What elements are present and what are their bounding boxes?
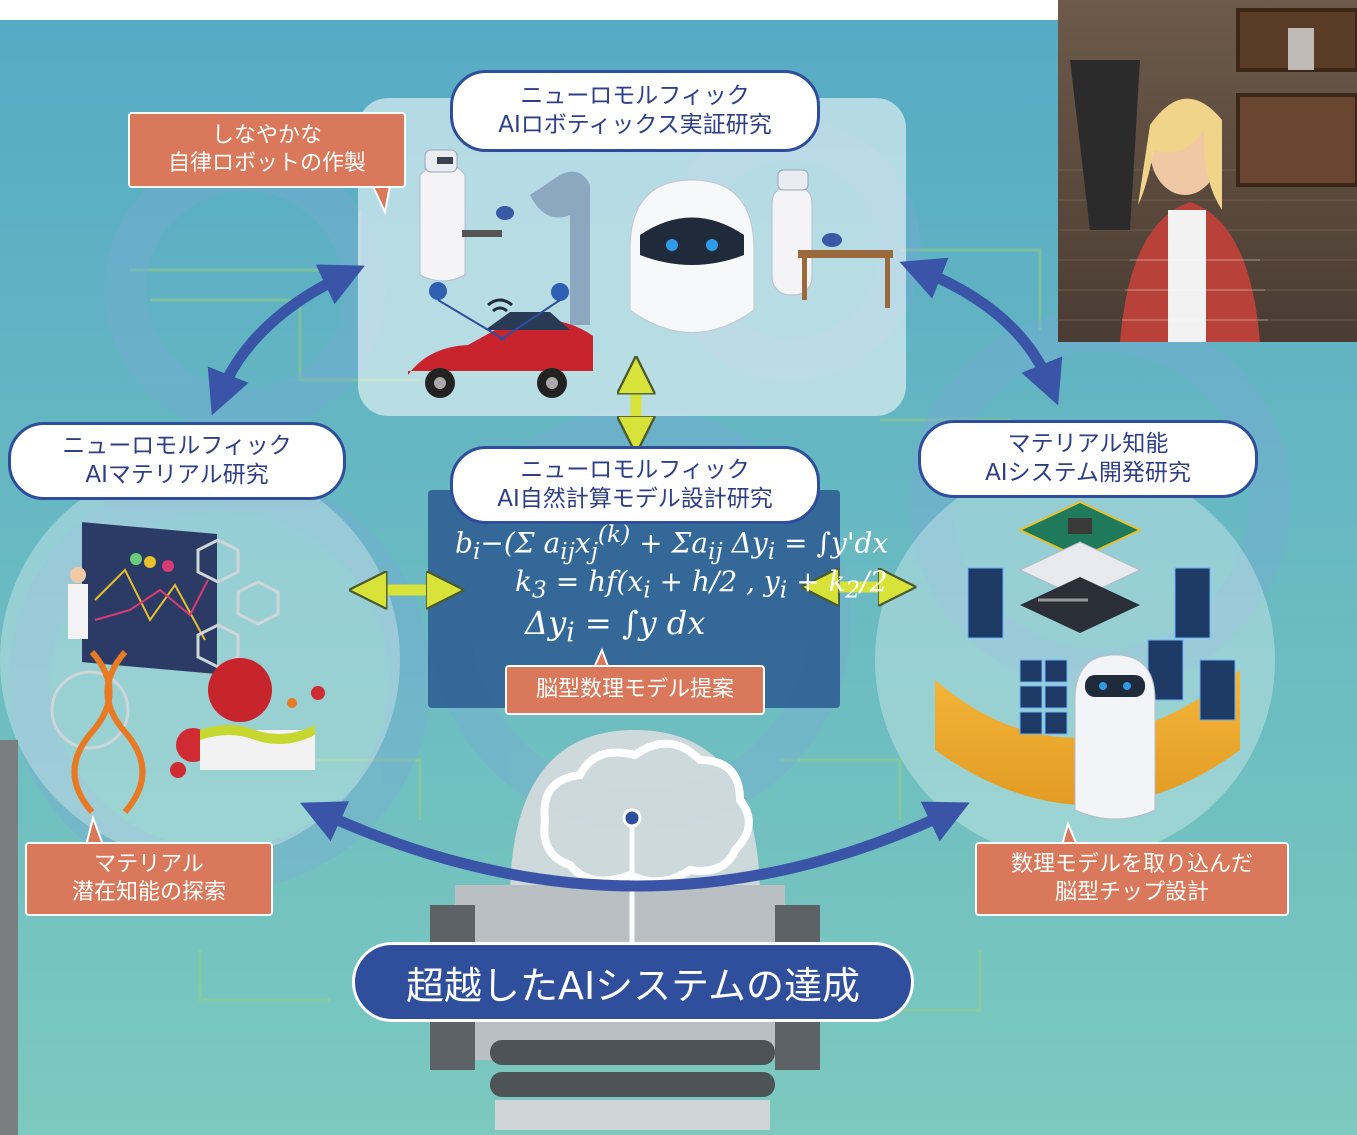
arrow-robotics-material	[207, 264, 365, 416]
system-title-box: マテリアル知能 AIシステム開発研究	[918, 420, 1258, 498]
left-photo-strip	[0, 740, 18, 1135]
formula-text: bi−(Σ aijxj(k) + Σaij Δyi = ∫y'dx k3 = h…	[455, 520, 889, 648]
robot-tag: しなやかな 自律ロボットの作製	[128, 112, 406, 188]
robotics-title-line1: ニューロモルフィック	[520, 83, 750, 109]
yellow-arrows	[368, 375, 897, 590]
chip-tag: 数理モデルを取り込んだ 脳型チップ設計	[975, 842, 1289, 916]
robotics-title-box: ニューロモルフィック AIロボティックス実証研究	[450, 70, 820, 152]
chip-tag-line1: 数理モデルを取り込んだ	[1010, 852, 1253, 877]
chip-illustration	[935, 500, 1240, 820]
chip-tag-line2: 脳型チップ設計	[1054, 880, 1209, 905]
material-title-line1: ニューロモルフィック	[62, 433, 292, 459]
robot-illustration	[408, 149, 893, 398]
natural-computing-title-line1: ニューロモルフィック	[520, 457, 750, 483]
natural-computing-title-box: ニューロモルフィック AI自然計算モデル設計研究	[450, 446, 820, 524]
material-illustration	[50, 522, 325, 814]
model-tag: 脳型数理モデル提案	[505, 665, 765, 715]
goal-box: 超越したAIシステムの達成	[352, 942, 914, 1022]
material-tag-line2: 潜在知能の探索	[71, 880, 226, 905]
blue-arrows	[207, 257, 1063, 892]
arrow-material-system	[300, 801, 970, 892]
arrow-robotics-system	[899, 257, 1063, 406]
material-tag-line1: マテリアル	[94, 852, 204, 877]
system-title-line2: AIシステム開発研究	[985, 460, 1191, 486]
robot-tag-line2: 自律ロボットの作製	[167, 151, 366, 176]
robot-tag-line1: しなやかな	[211, 123, 322, 148]
robotics-title-line2: AIロボティックス実証研究	[498, 112, 772, 138]
model-tag-line1: 脳型数理モデル提案	[535, 677, 734, 702]
goal-text: 超越したAIシステムの達成	[405, 963, 861, 1008]
material-title-line2: AIマテリアル研究	[85, 462, 269, 488]
kitchen-photo	[1058, 0, 1357, 342]
material-title-box: ニューロモルフィック AIマテリアル研究	[8, 422, 346, 500]
natural-computing-title-line2: AI自然計算モデル設計研究	[497, 486, 773, 512]
material-tag: マテリアル 潜在知能の探索	[25, 842, 273, 916]
system-title-line1: マテリアル知能	[1007, 431, 1169, 457]
formula-panel	[428, 490, 840, 708]
